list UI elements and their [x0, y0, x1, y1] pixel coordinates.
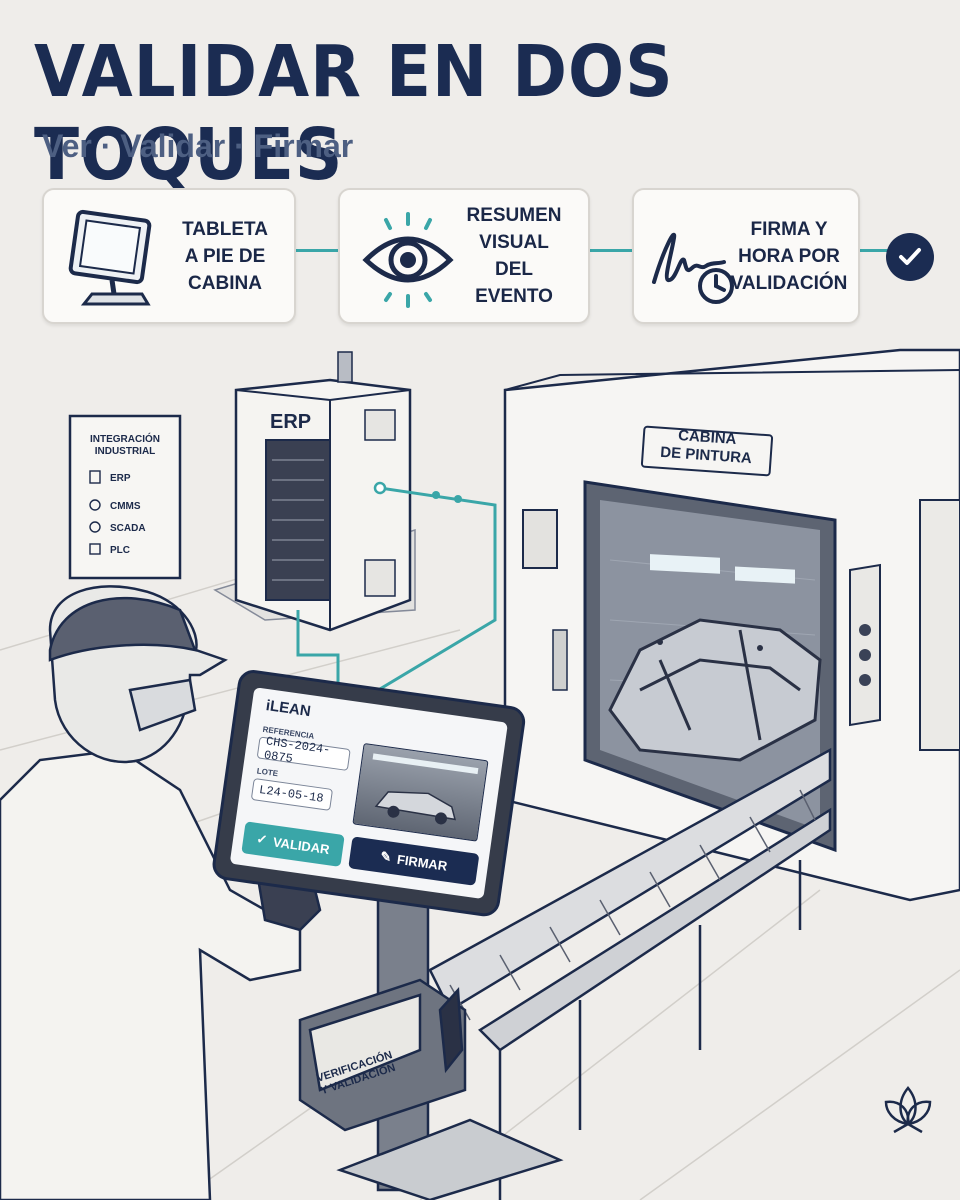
step-card-tablet: TABLETA A PIE DE CABINA [42, 188, 296, 324]
validate-button-label: VALIDAR [272, 833, 331, 857]
worker [0, 585, 322, 1200]
eye-icon [362, 212, 454, 308]
sign-button[interactable]: ✎ FIRMAR [348, 836, 480, 886]
integration-item-label: SCADA [110, 523, 146, 534]
steps-row: TABLETA A PIE DE CABINA RESUMEN VISUAL D… [0, 0, 960, 340]
conveyor [428, 747, 832, 1200]
lotus-logo-icon [884, 1086, 932, 1134]
erp-cabinet-label: ERP [270, 411, 311, 433]
step-card-signature: FIRMA Y HORA POR VALIDACIÓN [632, 188, 860, 324]
lot-label: LOTE [256, 766, 279, 779]
step-card-visual: RESUMEN VISUAL DEL EVENTO [338, 188, 590, 324]
gear-icon [89, 499, 101, 511]
tablet-kiosk-icon [68, 209, 152, 306]
step-label: RESUMEN VISUAL DEL EVENTO [466, 205, 562, 307]
signature-clock-icon [652, 232, 734, 304]
step-connector [296, 249, 338, 252]
event-photo [352, 742, 489, 842]
tablet-brand: iLEAN [264, 697, 312, 721]
paint-booth [503, 348, 960, 902]
erp-cabinet [213, 351, 416, 632]
integration-item-label: PLC [110, 545, 130, 556]
factory-scene: CABINADE PINTURA ERP [0, 348, 960, 1200]
step-label: TABLETA A PIE DE CABINA [182, 218, 268, 294]
page-title: VALIDAR EN DOS TOQUES [34, 30, 674, 197]
network-icon [89, 521, 101, 533]
tablet-screen: iLEAN REFERENCIA CHS-2024-0875 LOTE L24-… [229, 687, 508, 900]
check-icon: ✓ [255, 831, 269, 848]
validate-button[interactable]: ✓ VALIDAR [241, 821, 345, 867]
integration-item-label: CMMS [110, 501, 141, 512]
sign-button-label: FIRMAR [396, 851, 449, 874]
tablet-device: iLEAN REFERENCIA CHS-2024-0875 LOTE L24-… [210, 668, 528, 919]
step-connector [860, 249, 888, 252]
tablet-stand [298, 898, 564, 1200]
chip-icon [89, 543, 101, 555]
reference-field[interactable]: CHS-2024-0875 [256, 734, 351, 771]
step-connector [590, 249, 634, 252]
step-label: FIRMA Y HORA POR VALIDACIÓN [730, 218, 848, 294]
integration-item-label: ERP [110, 473, 131, 484]
lot-field[interactable]: L24-05-18 [250, 777, 334, 811]
page-subtitle: Ver · Validar · Firmar [42, 128, 354, 164]
checkmark-circle-icon [886, 233, 934, 281]
pen-icon: ✎ [379, 848, 393, 865]
document-icon [89, 470, 101, 484]
